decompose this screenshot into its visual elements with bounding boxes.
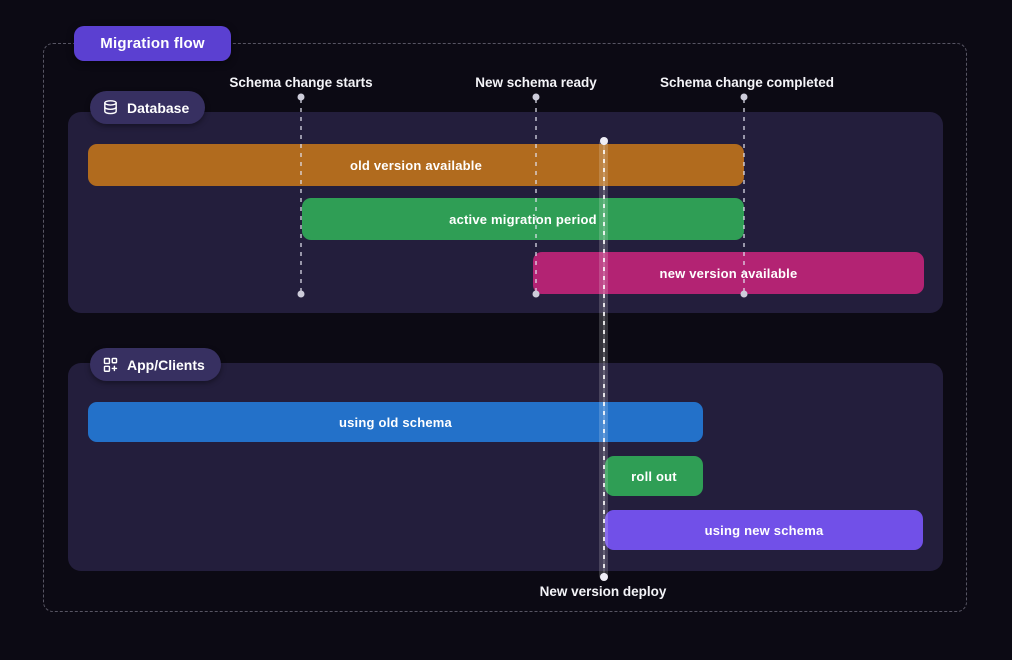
bar-roll-out: roll out: [605, 456, 703, 496]
bar-using-old-schema: using old schema: [88, 402, 703, 442]
deploy-line: [602, 141, 605, 578]
database-lane-label: Database: [127, 99, 190, 116]
bar-old-version-available: old version available: [88, 144, 744, 186]
milestone-dot-top-1: [297, 93, 305, 101]
milestone-dot-bottom-2: [532, 290, 540, 298]
apps-grid-icon: [102, 356, 119, 373]
bar-label: using new schema: [704, 522, 824, 538]
milestone-line-schema-change-starts: [300, 99, 302, 294]
bar-new-version-available: new version available: [533, 252, 924, 294]
milestone-dot-bottom-1: [297, 290, 305, 298]
bar-label: new version available: [659, 265, 798, 281]
bar-active-migration-period: active migration period: [302, 198, 744, 240]
milestone-line-schema-change-completed: [743, 99, 745, 294]
deploy-dot-bottom: [599, 573, 608, 581]
milestone-label-schema-change-starts: Schema change starts: [229, 75, 373, 90]
milestone-dot-top-3: [740, 93, 748, 101]
deploy-dot-top: [599, 137, 608, 145]
bar-label: roll out: [631, 468, 677, 484]
app-clients-lane-badge: App/Clients: [90, 348, 221, 381]
bar-label: active migration period: [449, 211, 597, 227]
diagram-title-badge: Migration flow: [74, 26, 231, 61]
app-clients-lane-label: App/Clients: [127, 356, 205, 373]
milestone-line-new-schema-ready: [535, 99, 537, 294]
diagram-dashed-frame: [43, 43, 967, 612]
milestone-dot-top-2: [532, 93, 540, 101]
bar-label: old version available: [349, 157, 483, 173]
milestone-label-schema-change-completed: Schema change completed: [659, 75, 835, 90]
milestone-dot-bottom-3: [740, 290, 748, 298]
milestone-label-new-version-deploy: New version deploy: [539, 584, 667, 599]
database-lane-badge: Database: [90, 91, 206, 124]
bar-using-new-schema: using new schema: [605, 510, 923, 550]
bar-label: using old schema: [338, 414, 452, 430]
diagram-title: Migration flow: [100, 35, 205, 52]
database-icon: [102, 99, 119, 116]
milestone-label-new-schema-ready: New schema ready: [475, 75, 597, 90]
